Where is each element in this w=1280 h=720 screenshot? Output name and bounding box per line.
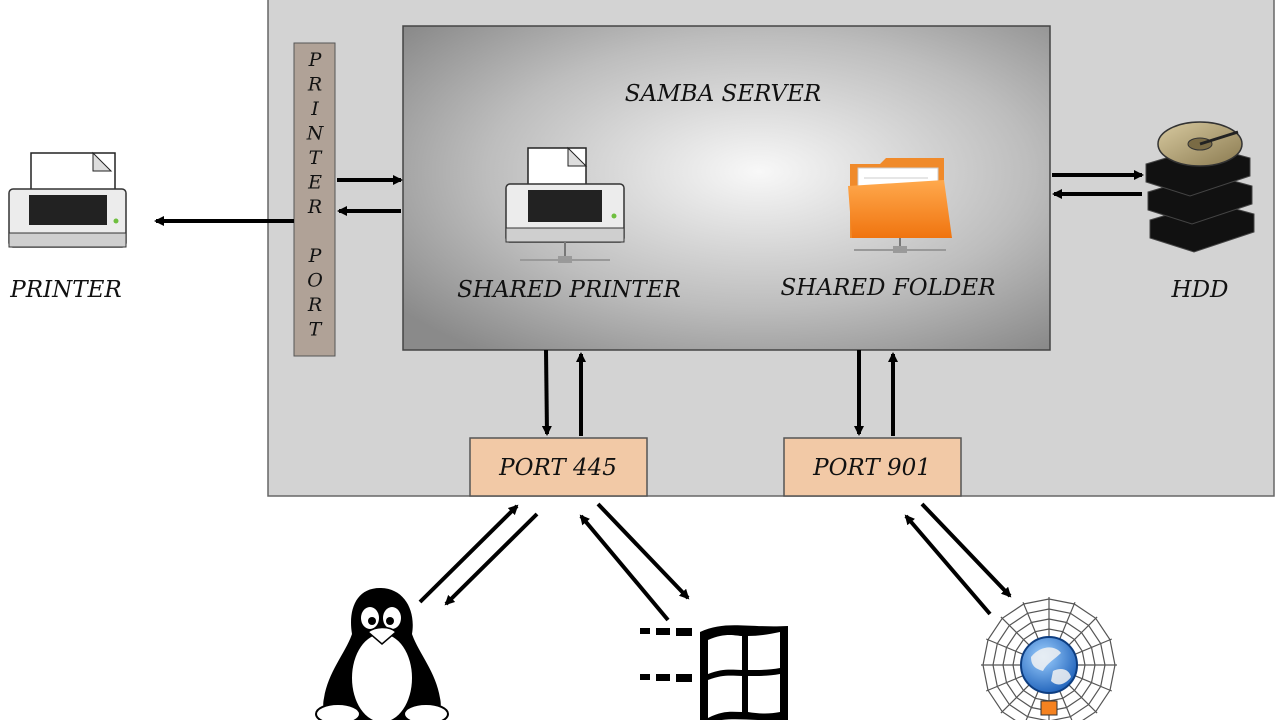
windows-logo-icon: [640, 625, 788, 720]
printer-port-letter: T: [309, 319, 323, 341]
arrow-linux-to-port-445: [418, 504, 519, 604]
folder-icon: [848, 158, 952, 253]
arrow-port-445-to-linux: [444, 512, 539, 606]
linux-penguin-icon: [315, 588, 449, 720]
printer-port-letter: E: [307, 172, 322, 194]
port-901-box: PORT 901: [783, 437, 962, 497]
hdd-label: HDD: [1171, 277, 1229, 303]
shared-printer-label: SHARED PRINTER: [457, 277, 681, 303]
printer-port-letter: O: [307, 270, 323, 292]
port-901-label: PORT 901: [812, 455, 931, 481]
arrow-port-901-to-web: [920, 502, 1012, 598]
web-globe-icon: [981, 597, 1117, 720]
arrow-server-to-port-445: [541, 349, 552, 436]
printer-port-letter: P: [308, 245, 323, 267]
printer-port-letter: P: [308, 49, 323, 71]
printer-icon: [8, 151, 127, 248]
printer-port-letter: T: [309, 147, 323, 169]
shared-folder-label: SHARED FOLDER: [781, 275, 996, 301]
connection-arrows: [154, 170, 1144, 622]
printer-port-letter: I: [310, 98, 319, 120]
port-445-box: PORT 445: [469, 437, 648, 497]
printer-port-letter: N: [306, 123, 325, 145]
printer-icon: [505, 146, 625, 263]
printer-port-letter: R: [307, 196, 322, 218]
arrow-windows-to-port-445: [579, 514, 670, 622]
printer-port-letter: R: [307, 74, 322, 96]
printer-port-letter: R: [307, 294, 322, 316]
arrow-port-445-to-windows: [596, 502, 690, 600]
hard-disk-icon: [1145, 121, 1255, 253]
port-445-label: PORT 445: [498, 455, 617, 481]
samba-server-title: SAMBA SERVER: [625, 81, 822, 107]
printer-label: PRINTER: [9, 277, 121, 303]
arrow-web-to-port-901: [904, 514, 992, 616]
